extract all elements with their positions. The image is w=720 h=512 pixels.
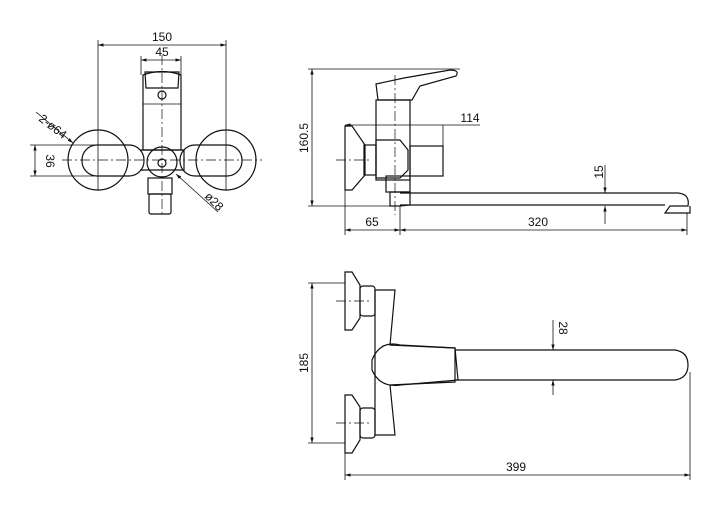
dim-height: 160.5 <box>297 123 311 153</box>
dim-inlet-spacing: 185 <box>297 353 311 373</box>
wall-plate-side <box>344 125 366 191</box>
right-inlet <box>179 144 243 177</box>
wall-plate-top-upper <box>344 271 361 331</box>
dim-spout-clearance: 15 <box>592 165 606 179</box>
spout-top <box>455 349 689 381</box>
spout-side <box>400 192 691 214</box>
dim-body-width: 45 <box>155 45 169 59</box>
dim-depth: 114 <box>460 111 479 125</box>
wall-plate-top-lower <box>344 394 361 454</box>
top-view: 185 28 399 <box>297 271 691 480</box>
dim-handle-height: 36 <box>43 154 57 168</box>
outlet-front <box>148 193 172 215</box>
dim-spout-length: 320 <box>528 215 548 229</box>
diverter-side <box>409 145 444 177</box>
body-top <box>374 289 456 436</box>
dim-flange-diameter: 2-ø64 <box>36 111 70 142</box>
side-view: 160.5 114 15 65 320 <box>297 68 691 235</box>
lever-top <box>371 343 459 387</box>
dim-spout-width: 28 <box>556 321 570 335</box>
dim-wall-offset: 65 <box>365 215 379 229</box>
dim-overall-width: 150 <box>152 30 172 44</box>
front-view: 150 45 2-ø64 36 ø28 <box>30 30 262 215</box>
dim-total-length: 399 <box>506 460 526 474</box>
left-inlet <box>81 144 145 177</box>
dim-knob-diameter: ø28 <box>202 189 227 214</box>
lever-front <box>144 71 180 89</box>
lever-side <box>375 69 458 101</box>
